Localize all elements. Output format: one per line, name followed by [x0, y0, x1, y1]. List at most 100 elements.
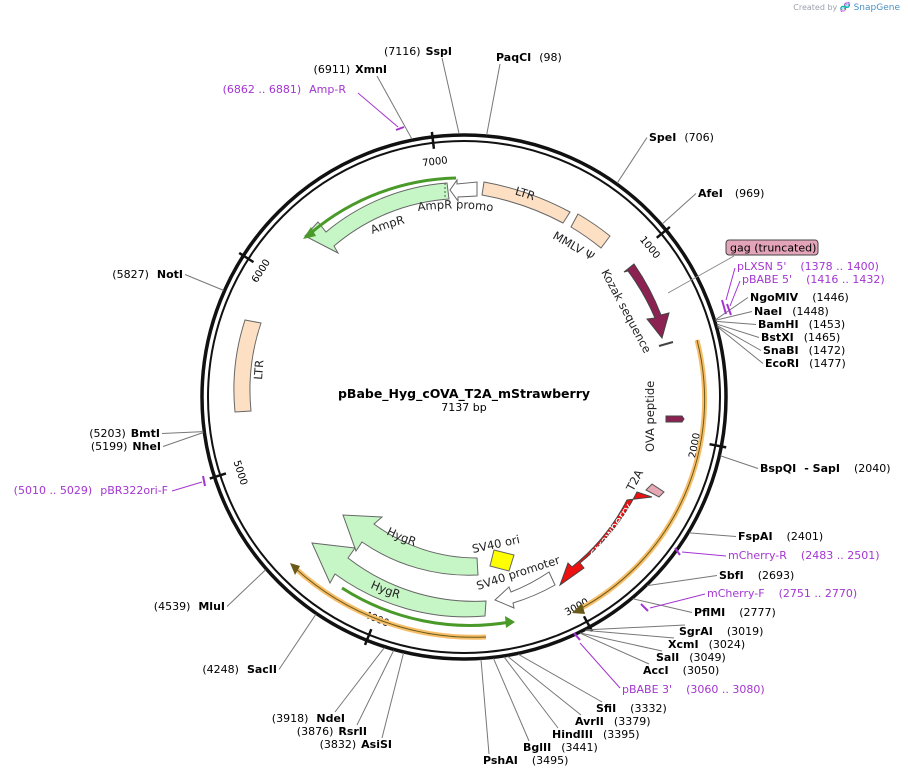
- tick-6000: [238, 251, 255, 264]
- enzyme-leader-lines: [161, 57, 764, 755]
- enzyme-ndei-label[interactable]: (3918)NdeI: [272, 712, 345, 725]
- primer-mcherry-r-label[interactable]: mCherry-R(2483 .. 2501): [728, 549, 879, 562]
- enzyme-sgrai-leader: [586, 624, 686, 631]
- primer-mcherry-f-leader: [649, 593, 706, 609]
- enzyme-fspai-label[interactable]: FspAI(2401): [738, 530, 823, 543]
- enzyme-avrii-label[interactable]: AvrII(3379): [575, 715, 650, 728]
- enzyme-hindiii-pos: (3395): [603, 728, 640, 741]
- enzyme-sali-leader: [580, 632, 663, 652]
- enzyme-sbfi-label[interactable]: SbfI(2693): [719, 569, 794, 582]
- enzyme-naei-pos: (1448): [792, 305, 829, 318]
- enzyme-pflmi-label[interactable]: PflMI(2777): [694, 606, 776, 619]
- enzyme-ngomiv-label[interactable]: NgoMIV(1446): [750, 291, 849, 304]
- enzyme-afei-pos: (969): [735, 187, 765, 200]
- enzyme-afei-leader: [661, 193, 697, 225]
- snapgene-logo-icon: 🧬: [839, 3, 852, 13]
- enzyme-rsrii-label[interactable]: (3876)RsrII: [297, 725, 367, 738]
- enzyme-rsrii-leader: [356, 650, 395, 726]
- primer-plxsn5-name: pLXSN 5': [737, 260, 786, 273]
- backbone-outer-circle: [200, 133, 728, 661]
- enzyme-spei-label[interactable]: SpeI(706): [649, 131, 714, 144]
- ltr-left-feature[interactable]: [233, 319, 262, 413]
- enzyme-paqci-leader: [486, 63, 501, 136]
- hygr-inner-arrow[interactable]: [342, 514, 479, 576]
- ampr-promoter-arrow[interactable]: [449, 178, 478, 203]
- kozak-arrow[interactable]: [623, 263, 670, 340]
- enzyme-pshai-pos: (3495): [532, 754, 569, 767]
- enzyme-mlui-label[interactable]: (4539)MluI: [154, 600, 225, 613]
- gag-truncated-label: gag (truncated): [730, 242, 816, 255]
- enzyme-spei-leader: [616, 137, 648, 184]
- tick-label-1000: 1000: [637, 235, 662, 262]
- enzyme-snabi-label[interactable]: SnaBI(1472): [763, 344, 845, 357]
- enzyme-bstxi-pos: (1465): [804, 331, 841, 344]
- ampr-arrow[interactable]: [304, 182, 450, 255]
- hygr-orf-head: [290, 563, 300, 575]
- enzyme-noti-name: NotI: [157, 268, 183, 281]
- enzyme-sgrai-label[interactable]: SgrAI(3019): [679, 625, 763, 638]
- enzyme-acci-label[interactable]: AccI(3050): [643, 664, 719, 677]
- enzyme-bstxi-label[interactable]: BstXI(1465): [761, 331, 840, 344]
- t2a-feature[interactable]: [645, 483, 665, 498]
- enzyme-pshai-label[interactable]: PshAI(3495): [483, 754, 568, 767]
- primer-plxsn5-label[interactable]: pLXSN 5'(1378 .. 1400): [737, 260, 879, 273]
- primer-pbabe3-label[interactable]: pBABE 3'(3060 .. 3080): [622, 683, 765, 696]
- kozak-small-mark: [658, 341, 674, 347]
- enzyme-hindiii-label[interactable]: HindIII(3395): [552, 728, 640, 741]
- enzyme-sacii-label[interactable]: (4248)SacII: [202, 663, 277, 676]
- ova-peptide-feature[interactable]: [665, 415, 685, 423]
- enzyme-naei-label[interactable]: NaeI(1448): [754, 305, 829, 318]
- primer-pbr322ori-label[interactable]: (5010 .. 5029)pBR322ori-F: [14, 484, 168, 497]
- enzyme-spei-pos: (706): [684, 131, 714, 144]
- enzyme-fspai-leader: [689, 532, 737, 537]
- gag-truncated-box[interactable]: [725, 239, 819, 256]
- primer-ampr-mark: [395, 126, 405, 131]
- enzyme-bamhi-label[interactable]: BamHI(1453): [758, 318, 845, 331]
- primer-mcherry-f-label[interactable]: mCherry-F(2751 .. 2770): [707, 587, 857, 600]
- enzyme-sfii-pos: (3332): [630, 702, 667, 715]
- enzyme-ecori-label[interactable]: EcoRI(1477): [765, 357, 846, 370]
- primer-pbr322ori-leader: [171, 481, 203, 492]
- enzyme-bglii-leader: [492, 658, 530, 742]
- enzyme-sspi-label[interactable]: (7116)SspI: [384, 45, 452, 58]
- enzyme-paqci-label[interactable]: PaqCI(98): [496, 51, 562, 64]
- enzyme-bspqi-name: BspQI: [760, 462, 796, 475]
- hygr-outer-arrow[interactable]: [311, 542, 487, 618]
- primer-pbabe5-label[interactable]: pBABE 5'(1416 .. 1432): [742, 273, 885, 286]
- ltr-top-label: LTR: [514, 184, 537, 203]
- enzyme-bmti-label[interactable]: (5203)BmtI: [89, 427, 160, 440]
- enzyme-sacii-name: SacII: [247, 663, 277, 676]
- enzyme-bspqi-label[interactable]: BspQI- SapI(2040): [760, 462, 891, 475]
- enzyme-paqci-pos: (98): [539, 51, 562, 64]
- primer-mcherry-r-range: (2483 .. 2501): [801, 549, 880, 562]
- ltr-top-feature[interactable]: [481, 181, 571, 224]
- enzyme-noti-label[interactable]: (5827)NotI: [112, 268, 183, 281]
- enzyme-sfii-label[interactable]: SfiI(3332): [596, 702, 667, 715]
- primer-pbabe3-name: pBABE 3': [622, 683, 672, 696]
- enzyme-asisi-label[interactable]: (3832)AsiSI: [320, 738, 392, 751]
- enzyme-nhei-name: NheI: [132, 440, 161, 453]
- snapgene-branding: Created by 🧬 SnapGene: [793, 3, 900, 13]
- enzyme-nhei-label[interactable]: (5199)NheI: [91, 440, 161, 453]
- primer-ampr-label[interactable]: (6862 .. 6881)Amp-R: [223, 83, 347, 96]
- enzyme-xmni-label[interactable]: (6911)XmnI: [314, 63, 387, 76]
- enzyme-xcmi-pos: (3024): [709, 638, 746, 651]
- primer-pbr322ori-mark: [202, 475, 206, 487]
- mmlv-psi-feature[interactable]: [570, 213, 611, 249]
- enzyme-bglii-label[interactable]: BglII(3441): [523, 741, 598, 754]
- enzyme-xcmi-label[interactable]: XcmI(3024): [668, 638, 745, 651]
- mstrawberry-arrow[interactable]: [558, 491, 653, 587]
- enzyme-sspi-pos: (7116): [384, 45, 421, 58]
- tick-4000: [363, 628, 373, 646]
- gag-leader-line: [667, 255, 735, 294]
- enzyme-sali-label[interactable]: SalI(3049): [656, 651, 726, 664]
- enzyme-xmni-name: XmnI: [355, 63, 387, 76]
- enzyme-sapi-name: - SapI: [804, 462, 840, 475]
- sv40-ori-feature[interactable]: [489, 549, 515, 572]
- enzyme-afei-label[interactable]: AfeI(969): [698, 187, 764, 200]
- primer-pbabe5-marks: [721, 299, 732, 316]
- enzyme-snabi-name: SnaBI: [763, 344, 799, 357]
- sv40-promoter-arrow[interactable]: [494, 571, 556, 609]
- snapgene-brand-name: SnapGene: [853, 3, 900, 13]
